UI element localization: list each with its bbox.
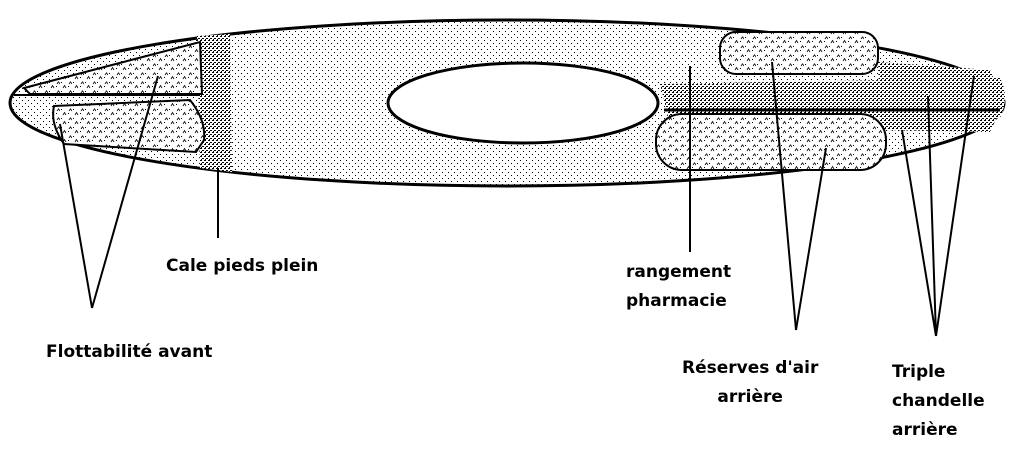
label-triple-line2: chandelle (892, 387, 985, 416)
leader-flottabilite-a (60, 124, 92, 308)
cockpit-opening (388, 63, 658, 143)
label-cale-pieds: Cale pieds plein (166, 252, 318, 281)
front-buoyancy-lower (53, 100, 204, 152)
label-cale-pieds-text: Cale pieds plein (166, 252, 318, 281)
label-rangement-line2: pharmacie (626, 287, 731, 316)
label-reserves-line1: Réserves d'air (682, 354, 818, 383)
rear-air-upper (720, 32, 878, 74)
front-buoyancy-upper (24, 42, 202, 94)
leader-reserves-b (796, 148, 826, 330)
label-rangement: rangement pharmacie (626, 258, 731, 316)
label-triple-line3: arrière (892, 416, 985, 445)
label-reserves-line2: arrière (682, 383, 818, 412)
foot-brace-block (197, 34, 232, 172)
label-flottabilite: Flottabilité avant (46, 338, 212, 367)
label-rangement-line1: rangement (626, 258, 731, 287)
rear-dense-tail (878, 62, 1004, 132)
label-triple-line1: Triple (892, 358, 985, 387)
label-flottabilite-text: Flottabilité avant (46, 338, 212, 367)
label-triple: Triple chandelle arrière (892, 358, 985, 445)
label-reserves: Réserves d'air arrière (682, 354, 818, 412)
